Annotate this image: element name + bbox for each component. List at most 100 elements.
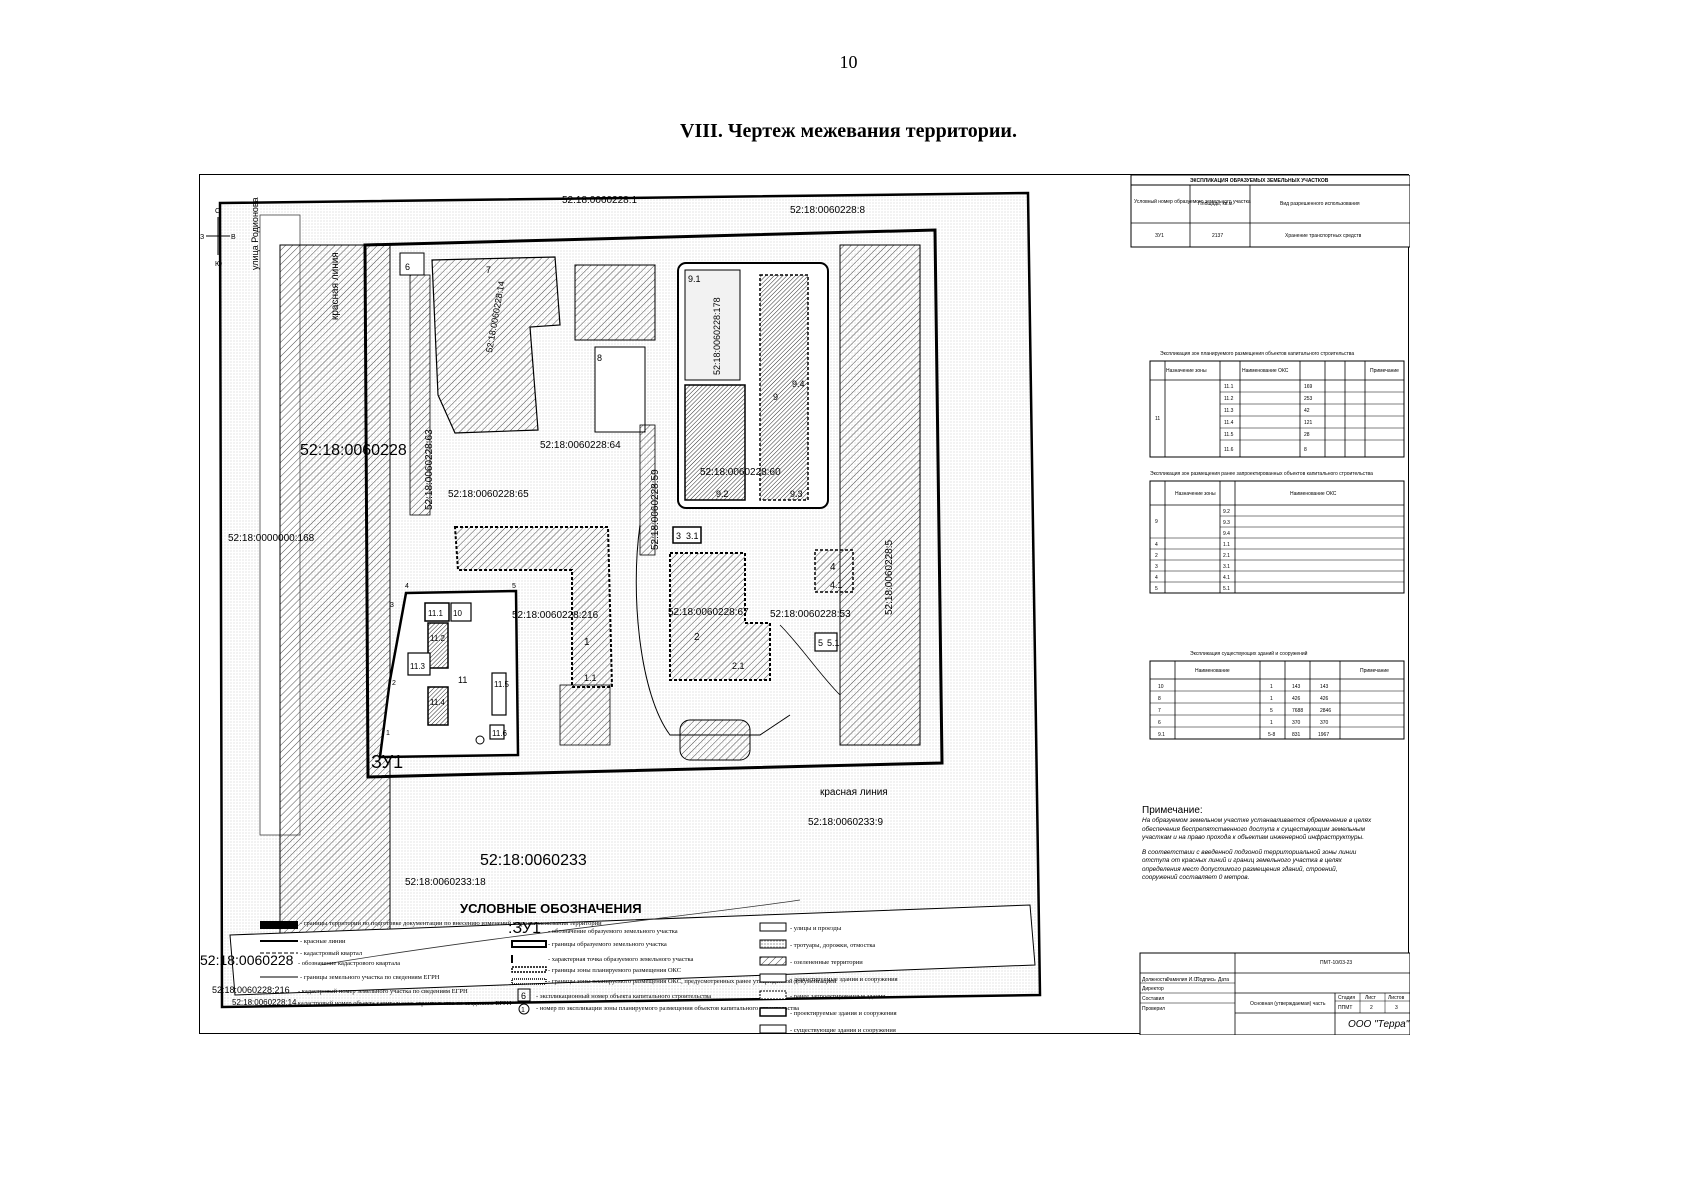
building-8 — [594, 346, 646, 433]
t2-zone: 11 — [1155, 416, 1160, 422]
t4-r3-a: 7688 — [1292, 708, 1303, 714]
t4-r1-f: 1 — [1270, 684, 1273, 690]
title-block: ПМТ-10/03-23 Должность Фамилия И.О. Подп… — [1139, 952, 1410, 1035]
page-number: 10 — [839, 52, 858, 72]
building-11-4 — [427, 686, 449, 726]
bnum-9-1: 9.1 — [688, 274, 701, 284]
legend-right-6: - проектируемые здания и сооружения — [790, 1010, 897, 1017]
t4-r3-t: 2846 — [1320, 708, 1331, 714]
point-3: 3 — [390, 602, 394, 609]
legend-sample-num: 6 — [521, 991, 526, 1001]
t4-r5-a: 831 — [1292, 732, 1301, 738]
building-9-1 — [684, 269, 741, 381]
legend-mid-7: - номер по экспликации зоны планируемого… — [536, 1005, 799, 1012]
zu1-boundary — [378, 589, 520, 759]
t1-title: ЭКСПЛИКАЦИЯ ОБРАЗУЕМЫХ ЗЕМЕЛЬНЫХ УЧАСТКО… — [1190, 178, 1329, 184]
legend-mid-5: - границы зоны планируемого размещения О… — [548, 978, 837, 985]
parcel-63: 52:18:0060228:63 — [424, 429, 435, 510]
building-11-3 — [407, 652, 431, 676]
legend-sample-parcel: 52:18:0060228:216 — [212, 985, 290, 995]
survey-drawing: С Ю З В улица Родионова красная линия кр… — [200, 175, 1410, 1035]
t4-r2-t: 426 — [1320, 696, 1329, 702]
point-marker — [475, 735, 485, 745]
stamp-col-3: Подпись — [1196, 977, 1216, 983]
stamp-col-4: Дата — [1218, 977, 1229, 983]
t4-r2-a: 426 — [1292, 696, 1301, 702]
building-7 — [431, 256, 561, 434]
compass-north: С — [215, 208, 220, 215]
notes-p2: В соответствии с введенной подзоной терр… — [1142, 848, 1357, 882]
legend-right-1: - улицы и проезды — [790, 925, 842, 932]
legend-sample-quarter: 52:18:0060228 — [200, 952, 294, 968]
parcel-67: 52:18:0060228:67 — [668, 607, 749, 618]
parcel-8-top — [574, 264, 656, 341]
t4-r5-n: 9.1 — [1158, 732, 1165, 738]
legend-left-4: - обозначение кадастрового квартала — [298, 960, 400, 967]
t3-r1-z: 9 — [1155, 519, 1158, 525]
legend-right-7: - существующие здания и сооружения — [790, 1027, 896, 1034]
legend-right-5: - ранее запроектированные здания — [790, 993, 885, 1000]
t2-r4-v: 121 — [1304, 420, 1313, 426]
t3-r8: 5.1 — [1223, 586, 1230, 592]
t1-c1: ЗУ1 — [1155, 233, 1164, 239]
stamp-role-3: Проверил — [1142, 1006, 1165, 1012]
bnum-9-4: 9.4 — [792, 379, 805, 389]
quarter-bottom: 52:18:0060233 — [480, 852, 587, 869]
t3-h2: Назначение зоны — [1175, 491, 1216, 497]
t2-title: Экспликация зон планируемого размещения … — [1160, 351, 1354, 357]
bnum-11: 11 — [458, 675, 467, 685]
t3-r8-z: 5 — [1155, 586, 1158, 592]
legend-mid-6: - экспликационный номер объекта капиталь… — [536, 993, 711, 1000]
t2-r6: 11.6 — [1224, 447, 1234, 453]
parcel-168: 52:18:0000000:168 — [228, 533, 315, 544]
t2-r3-v: 42 — [1304, 408, 1310, 414]
bnum-1: 1 — [584, 637, 590, 648]
legend-left-7: - кадастровый номер объекта капитального… — [294, 1000, 512, 1007]
bnum-9: 9 — [773, 392, 778, 402]
t3-r4-z: 4 — [1155, 542, 1158, 548]
bnum-7: 7 — [486, 265, 491, 275]
legend-sample-circle: 1 — [521, 1007, 525, 1014]
bnum-2: 2 — [694, 632, 700, 643]
parcel-59: 52:18:0060228:59 — [650, 469, 661, 550]
stamp-sheets-label: Листов — [1388, 995, 1405, 1001]
t3-h4: Наименование ОКС — [1290, 491, 1337, 497]
notes-title: Примечание: — [1142, 805, 1203, 816]
legend-left-6: - кадастровый номер земельного участка п… — [298, 988, 468, 995]
bnum-2-1: 2.1 — [732, 661, 745, 671]
building-3 — [672, 526, 702, 544]
t3-r1: 9.2 — [1223, 509, 1230, 515]
building-2-zone — [669, 552, 771, 681]
legend-sample-zu1: :ЗУ1 — [508, 920, 541, 937]
t2-r6-v: 8 — [1304, 447, 1307, 453]
legend-left-5: - границы земельного участка по сведения… — [300, 974, 440, 981]
bnum-3-1: 3.1 — [686, 531, 699, 541]
table-2: Экспликация зон планируемого размещения … — [1149, 351, 1405, 458]
bnum-3: 3 — [676, 531, 681, 541]
drawing-sheet: С Ю З В улица Родионова красная линия кр… — [199, 174, 1410, 1035]
parcel-233-18: 52:18:0060233:18 — [405, 877, 486, 888]
t4-r3-n: 7 — [1158, 708, 1161, 714]
table-1: ЭКСПЛИКАЦИЯ ОБРАЗУЕМЫХ ЗЕМЕЛЬНЫХ УЧАСТКО… — [1130, 175, 1410, 248]
quarter-main: 52:18:0060228 — [300, 442, 407, 459]
stamp-code: ПМТ-10/03-23 — [1320, 960, 1352, 966]
building-6 — [399, 252, 425, 276]
stamp-sheet-label: Лист — [1365, 995, 1377, 1001]
t2-h4: Наименование ОКС — [1242, 368, 1289, 374]
building-1-zone — [453, 526, 614, 688]
stamp-role-1: Директор — [1142, 986, 1164, 992]
t2-h8: Примечание — [1370, 368, 1399, 374]
bnum-9-2: 9.2 — [716, 489, 729, 499]
t3-r2: 9.3 — [1223, 520, 1230, 526]
bnum-5-1: 5.1 — [827, 638, 840, 648]
legend-title: УСЛОВНЫЕ ОБОЗНАЧЕНИЯ — [460, 901, 642, 916]
quarter-boundary — [363, 228, 944, 779]
legend-right-3: - озелененные территории — [790, 959, 863, 966]
bnum-4-1: 4.1 — [830, 580, 843, 590]
t2-r2-v: 253 — [1304, 396, 1313, 402]
t4-r1-n: 10 — [1158, 684, 1164, 690]
stamp-stage: ППМТ — [1338, 1005, 1352, 1011]
compass: С Ю З В — [200, 208, 236, 268]
stamp-company: ООО "Терра" — [1348, 1019, 1410, 1030]
t4-r5-t: 1967 — [1318, 732, 1329, 738]
